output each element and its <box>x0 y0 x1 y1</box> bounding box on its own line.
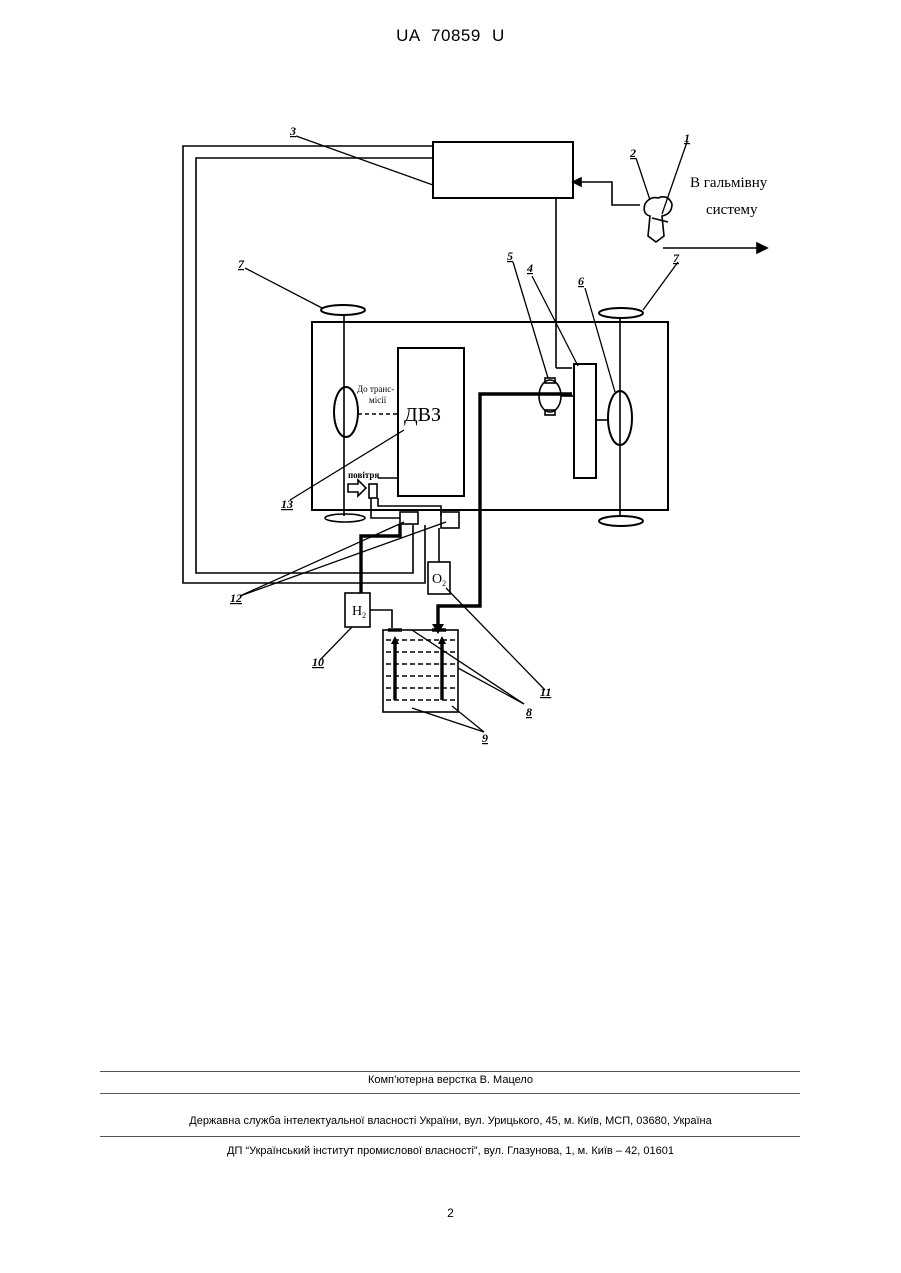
engine-label: ДВЗ <box>404 404 441 426</box>
callout-7-right: 7 <box>673 251 680 265</box>
transmission-label-1: До транс- <box>357 384 394 394</box>
callout-12: 12 <box>230 591 242 605</box>
footer-rule-middle <box>100 1093 800 1094</box>
footer-rule-bottom <box>100 1136 800 1137</box>
callout-9: 9 <box>482 731 488 745</box>
footer-rule-top <box>100 1071 800 1072</box>
callout-7-left: 7 <box>238 257 245 271</box>
callout-3: 3 <box>289 124 296 138</box>
agency-address: Державна служба інтелектуальної власност… <box>0 1115 901 1127</box>
callout-11: 11 <box>540 685 551 699</box>
gearbox <box>574 364 596 478</box>
callout-1: 1 <box>684 131 690 145</box>
layout-credit: Комп’ютерна верстка В. Мацело <box>0 1074 901 1086</box>
left-differential <box>334 387 358 437</box>
vehicle-body <box>312 322 668 510</box>
wheel-front-right <box>599 308 643 318</box>
callout-5: 5 <box>507 249 513 263</box>
h2-label: H2 <box>352 604 366 620</box>
transmission-label-2: місії <box>369 395 387 405</box>
callout-10: 10 <box>312 655 324 669</box>
callout-4: 4 <box>526 261 533 275</box>
air-label: повітря <box>348 470 379 480</box>
schematic-diagram: В гальмівну систему ДВЗ До транс- місії … <box>0 0 901 760</box>
o2-label: O2 <box>432 572 446 588</box>
brake-system-label-2: систему <box>706 202 758 218</box>
callout-2: 2 <box>629 146 636 160</box>
controller-block <box>433 142 573 198</box>
callout-13: 13 <box>281 497 293 511</box>
callout-8: 8 <box>526 705 532 719</box>
brake-system-label-1: В гальмівну <box>690 175 768 191</box>
wheel-rear-left <box>325 514 365 522</box>
page-number: 2 <box>0 1206 901 1220</box>
institute-address: ДП “Український інститут промислової вла… <box>0 1145 901 1157</box>
wheel-front-left <box>321 305 365 315</box>
callout-6: 6 <box>578 274 584 288</box>
generator <box>539 380 561 412</box>
wheel-rear-right <box>599 516 643 526</box>
